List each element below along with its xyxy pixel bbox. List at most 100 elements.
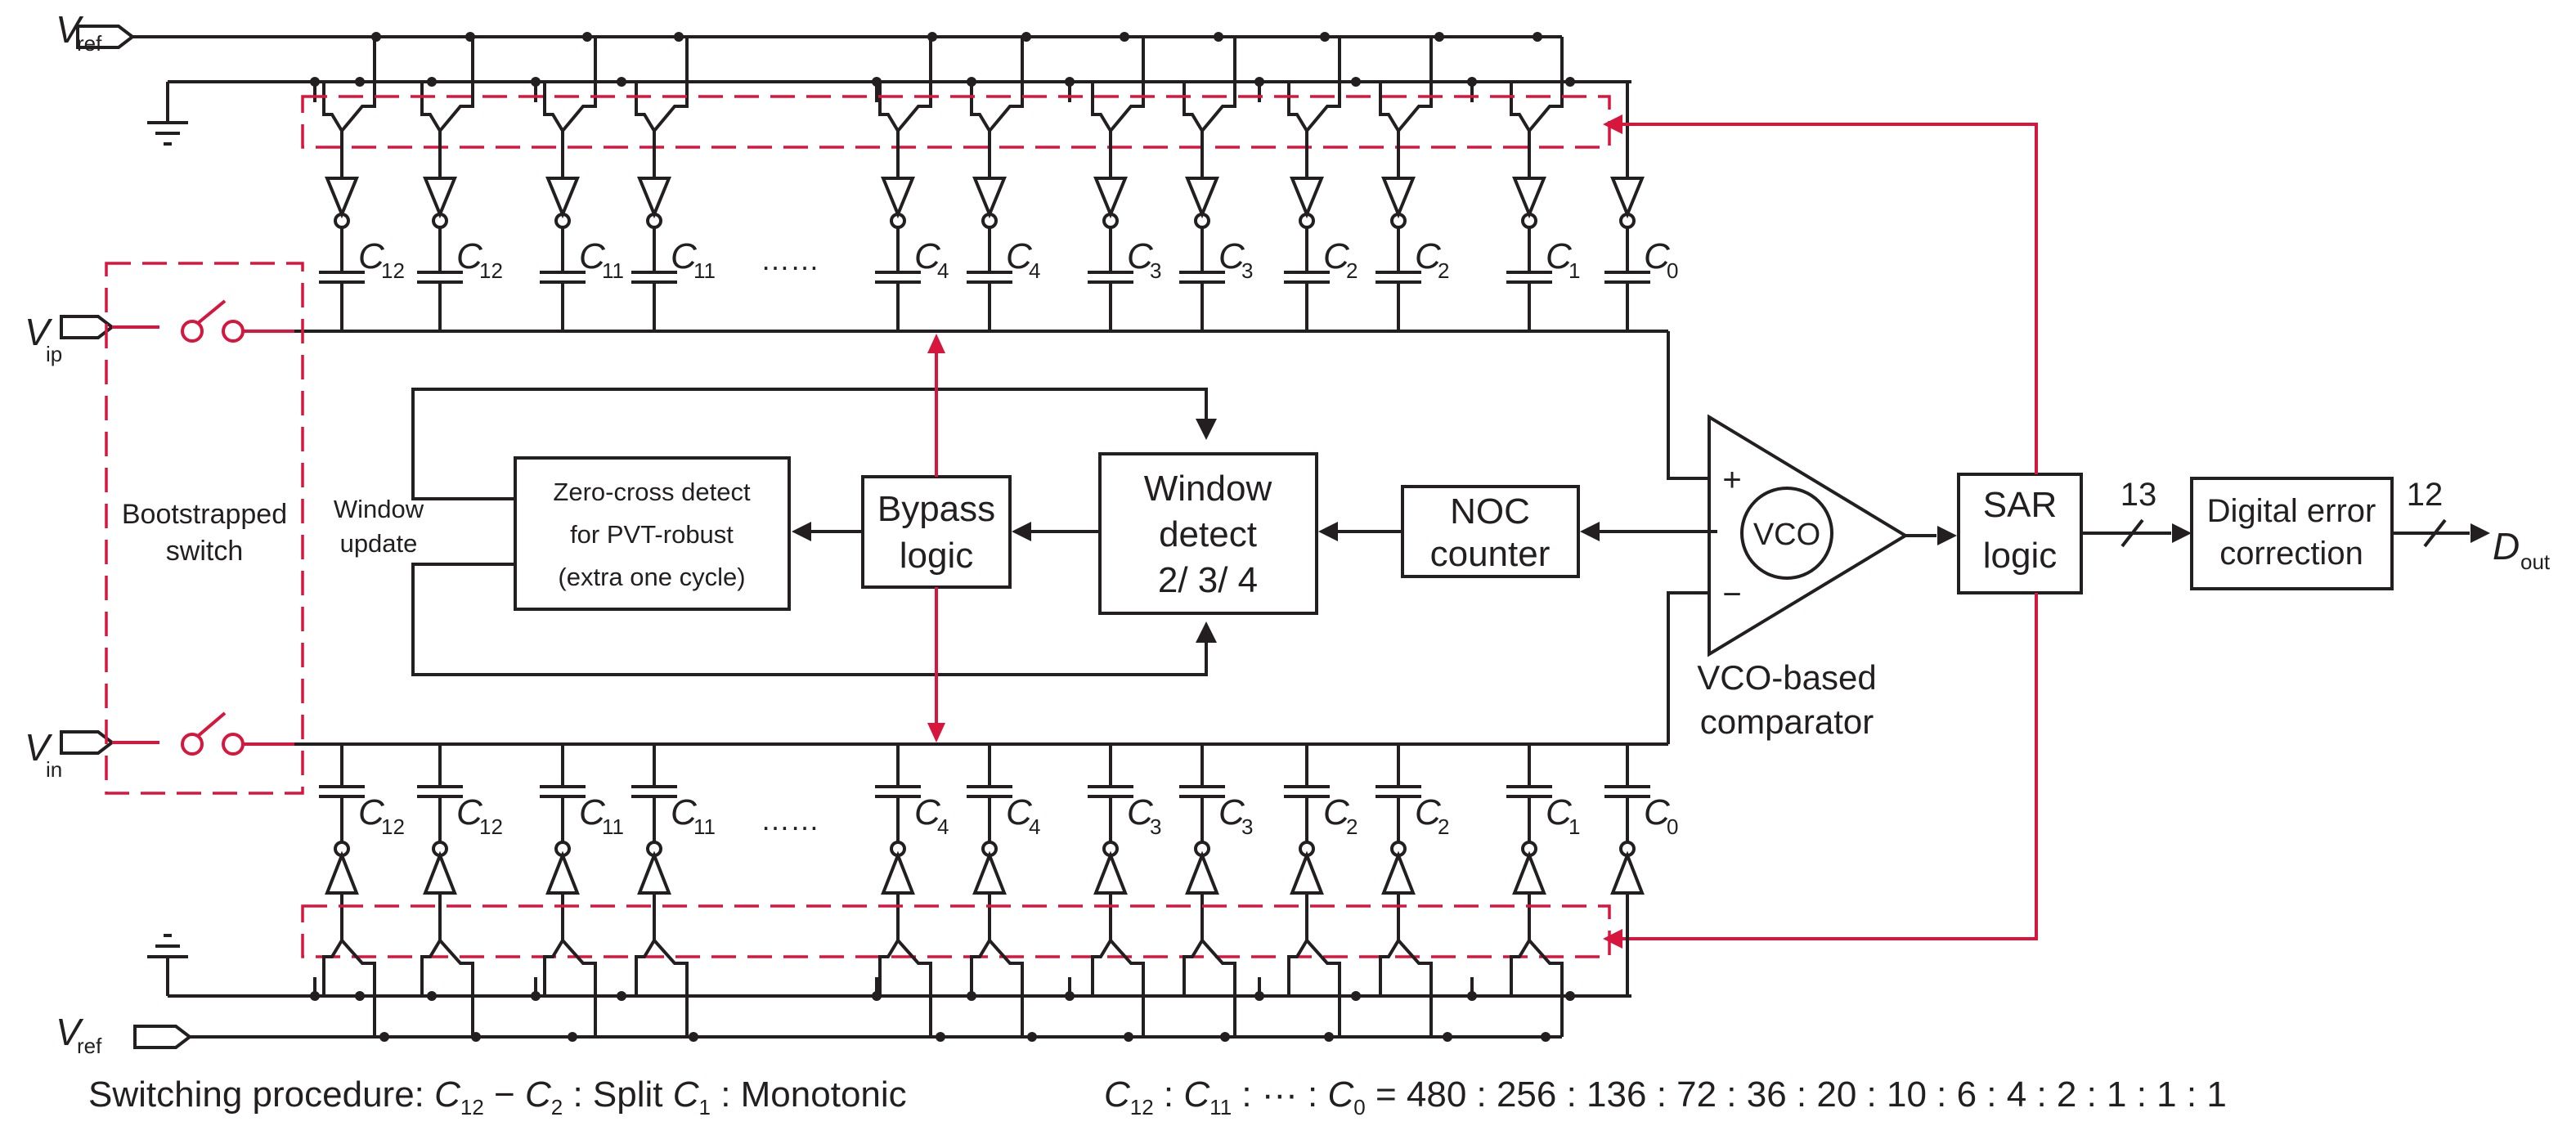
ground-junction-dot [355,77,365,87]
zero-cross-line1: Zero-cross detect [553,478,751,506]
ground-switch-leg [543,82,564,132]
ground-switch-leg [1510,939,1531,996]
top-cap-subscript: 12 [479,258,503,283]
ground-switch-leg [1183,82,1204,132]
ground-switch-leg [1183,939,1204,996]
ground-junction-dot [1565,991,1575,1001]
window-line2: detect [1159,514,1257,554]
bottom-switch-group-boundary [301,904,1611,958]
top-cap-label: C [1415,236,1442,276]
cmp-minus-input-wire [1667,591,1709,744]
vin-label: V [25,726,53,769]
bottom-cap-subscript: 4 [1029,814,1040,839]
inverter-icon [1185,177,1219,219]
ground-switch-leg [420,82,442,132]
window-update-line1: Window [334,495,424,523]
vref-junction-dot [1021,32,1031,42]
bypass-red-links [927,334,945,742]
vref-junction-dot [1533,32,1542,42]
vref-junction-dot [674,32,684,42]
vco-comparator-triangle [1708,414,1909,657]
top-cap-subscript: 4 [937,258,949,283]
bottom-rail-junctions [310,991,1575,1042]
bottom-cap-subscript: 2 [1346,814,1358,839]
window-update-loop [411,388,1217,676]
vref-junction-dot [1214,32,1223,42]
window-line3: 2/ 3/ 4 [1158,560,1258,600]
dout-arrow [2471,523,2490,543]
bus-slash-12 [2423,518,2447,548]
bus-width-13: 13 [2120,477,2157,513]
comparator-line1: VCO-based [1697,658,1876,697]
bottom-cap-subscript: 12 [479,814,503,839]
dec-line2: correction [2219,536,2363,572]
vref-junction-dot [465,32,475,42]
ground-switch-leg [1379,939,1400,996]
ground-junction-dot [427,991,437,1001]
bottom-cap-label: C [1323,792,1350,832]
inverter-icon [1290,850,1324,895]
vref-switch-leg [340,37,376,146]
ground-junction-dot [1254,77,1264,87]
sar-line1: SAR [1983,485,2057,525]
vref-switch-leg [438,926,474,1037]
top-cap-label: C [671,236,698,276]
top-cap-subscript: 11 [693,258,716,283]
top-switch-array [313,37,1629,146]
noc-line1: NOC [1450,491,1530,532]
bottom-cap-label: C [1546,792,1573,832]
vco-label: VCO [1753,518,1820,552]
inverter-icon [1610,850,1645,895]
bypass-line1: Bypass [877,489,995,529]
bottom-cap-label: C [1218,792,1245,832]
bottom-driver-array [325,796,1645,926]
bottom-cap-label: C [579,792,606,832]
vref-junction-dot [927,32,937,42]
inverter-icon [637,177,671,219]
vref-switch-leg [1109,37,1145,146]
window-line1: Window [1144,469,1272,509]
noc-line2: counter [1430,534,1551,574]
bottom-switch-array [313,926,1629,1037]
top-cap-subscript: 2 [1346,258,1358,283]
inverter-icon [1381,177,1416,219]
vref-switch-leg [1397,37,1433,146]
bootstrap-line1: Bootstrapped [122,499,287,530]
ground-switch-leg [543,939,564,996]
inverter-icon [1093,177,1128,219]
ground-switch-leg [420,939,442,996]
vip-sub: ip [46,342,62,366]
ground-junction-dot [967,991,976,1001]
ground-junction-dot [1351,77,1361,87]
ground-switch-leg [1379,82,1400,132]
top-cap-subscript: 3 [1150,258,1161,283]
bottom-cap-subscript: 2 [1438,814,1449,839]
vref-junction-dot [582,32,592,42]
bottom-ellipsis: …… [761,803,819,837]
vin-switch [112,711,294,756]
inverter-icon [423,177,457,219]
vref-junction-dot [568,1032,577,1042]
vref-switch-leg [438,37,474,146]
vref-switch-leg [988,37,1024,146]
ground-switch-leg [1510,82,1531,132]
inverter-icon [423,850,457,895]
bus-slash-13 [2120,518,2144,548]
sar-line2: logic [1983,536,2058,576]
vip-switch [112,299,294,343]
window-update-line2: update [340,529,418,558]
ground-junction-dot [1351,991,1361,1001]
ground-junction-dot [1065,77,1075,87]
top-cap-label: C [1546,236,1573,276]
bottom-cap-label: C [358,792,385,832]
vref-switch-leg [1109,926,1145,1037]
cmp-plus-input-wire [1667,331,1709,480]
vin-input: V in [25,726,115,782]
inverter-icon [1610,177,1645,219]
vref-switch-leg [561,37,597,146]
vref-switch-leg [1397,926,1433,1037]
vref-switch-leg [1528,37,1564,146]
ground-junction-dot [1467,991,1477,1001]
